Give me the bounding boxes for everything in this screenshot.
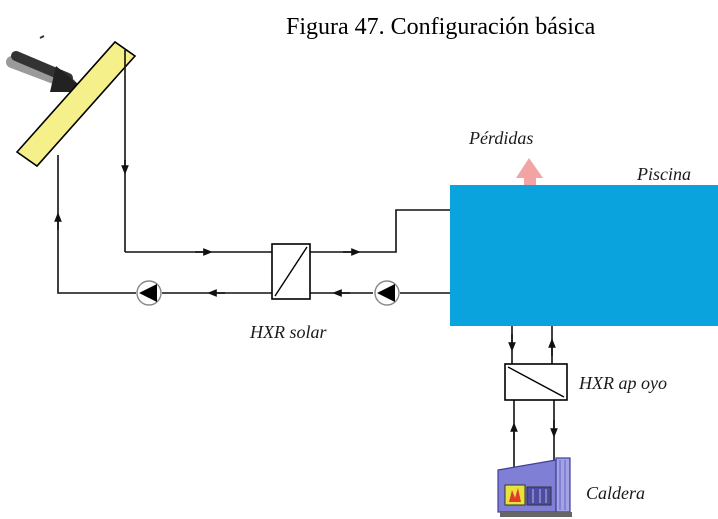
boiler-icon xyxy=(497,457,572,517)
solar-exchanger-label: HXR solar xyxy=(249,322,327,342)
pump-icon xyxy=(136,280,162,306)
pipe-network xyxy=(54,50,558,468)
losses-label: Pérdidas xyxy=(468,128,533,148)
pipe-hxr-to-pool xyxy=(310,209,450,253)
solar-collector xyxy=(15,40,137,168)
backup-exchanger-label: HXR ap oyo xyxy=(578,373,667,393)
losses-arrow-icon xyxy=(516,158,543,185)
sun-rays-arrow-icon xyxy=(6,35,88,92)
heat-exchanger-icon xyxy=(504,363,568,401)
boiler-label: Caldera xyxy=(586,483,645,503)
pool xyxy=(450,185,718,326)
pump-icon xyxy=(374,280,400,306)
pool-label: Piscina xyxy=(636,164,691,184)
figure-title: Figura 47. Configuración básica xyxy=(286,14,596,40)
pipe-return-to-collector xyxy=(57,155,136,294)
heat-exchanger-icon xyxy=(271,243,311,300)
